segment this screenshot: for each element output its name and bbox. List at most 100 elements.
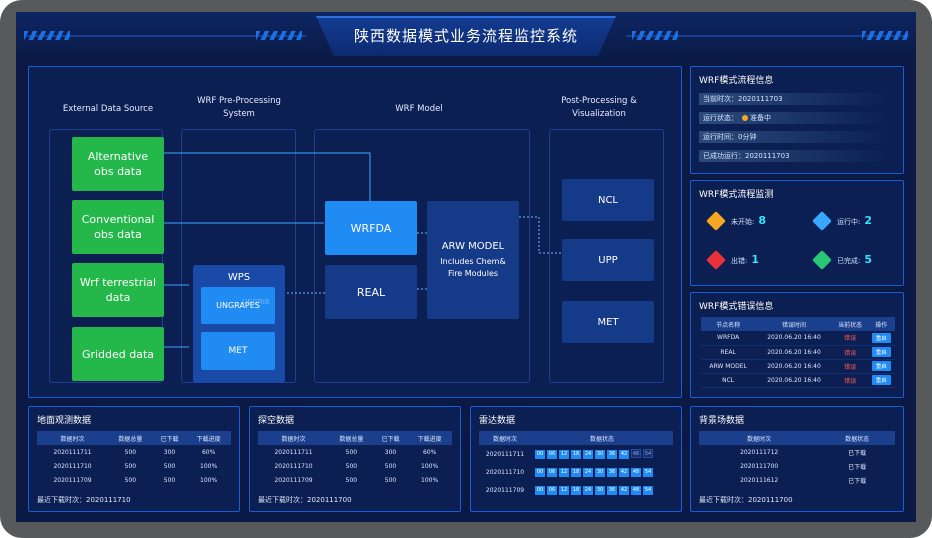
monitor-error: 出错:1: [731, 253, 759, 266]
restart-button[interactable]: 重启: [871, 347, 891, 357]
error-cube-icon: [706, 250, 726, 270]
error-action-cell: 重启: [867, 331, 895, 346]
sounding-header: 下载进度: [407, 431, 452, 445]
source-wrf-terrestrial[interactable]: Wrf terrestrial data: [72, 263, 164, 317]
cell: 500: [124, 476, 137, 484]
arw-model-node[interactable]: ARW MODEL Includes Chem& Fire Modules: [427, 201, 519, 319]
background-header: 数据时次: [699, 431, 820, 445]
cell: 500: [163, 462, 176, 470]
error-action-cell: 重启: [867, 345, 895, 360]
status-dot-icon: [742, 115, 748, 121]
wps-met-node[interactable]: MET: [201, 332, 275, 370]
radar-hour-cell: 48: [631, 485, 641, 495]
radar-title: 雷达数据: [479, 416, 516, 426]
ground-header: 下载进度: [186, 431, 231, 445]
not-started-cube-icon: [706, 211, 726, 231]
cell: 300: [384, 448, 397, 456]
cell: 2020111700: [740, 462, 779, 470]
info-current-label: 当前时次：: [703, 95, 738, 103]
radar-hour-cell: 42: [619, 450, 629, 459]
info-title: WRF模式流程信息: [699, 76, 774, 86]
radar-hour-cell: 24: [583, 485, 593, 495]
info-current-value: 2020111703: [738, 95, 783, 103]
radar-header: 数据时次: [479, 431, 531, 445]
arw-subtitle: Includes Chem& Fire Modules: [440, 256, 506, 278]
source-label: Conventional obs data: [81, 213, 155, 241]
ground-header: 数据总量: [108, 431, 153, 445]
wrf-model-column: [314, 129, 530, 383]
page-title: 陕西数据模式业务流程监控系统: [353, 27, 578, 45]
cell: 60%: [422, 448, 437, 456]
background-header: 数据状态: [819, 431, 895, 445]
ground-footer: 最近下载时次：2020111710: [37, 496, 131, 504]
cell: 500: [345, 462, 358, 470]
cell: 2020111710: [53, 462, 92, 470]
ground-header: 已下载: [152, 431, 187, 445]
cell: 100%: [421, 462, 439, 470]
running-cube-icon: [812, 211, 832, 231]
restart-button[interactable]: 重启: [871, 375, 891, 385]
info-runtime-value: 0分钟: [738, 133, 757, 141]
radar-time: 2020111710: [485, 468, 525, 476]
info-success-label: 已成功运行：: [703, 152, 745, 160]
wrfda-node[interactable]: WRFDA: [325, 201, 417, 255]
cell: 2020111709: [53, 476, 92, 484]
ungrib-overlay-text: UNGRIB: [242, 298, 270, 306]
restart-button[interactable]: 重启: [871, 332, 891, 343]
post-met-node[interactable]: MET: [562, 301, 654, 343]
monitor-running: 运行中:2: [837, 214, 872, 227]
restart-button[interactable]: 重启: [871, 361, 891, 371]
cell: 500: [124, 448, 137, 456]
stripe-decoration: [24, 31, 70, 40]
sounding-footer: 最近下载时次：2020111700: [258, 496, 352, 504]
col-title-wrf-pre: WRF Pre-Processing System: [197, 96, 281, 119]
wps-ungrib-node[interactable]: UNGRAPES UNGRIB: [201, 287, 275, 324]
error-time: 2020.06.20 16:40: [755, 345, 833, 360]
cell: 2020111711: [274, 448, 313, 456]
error-node: ARW MODEL: [701, 359, 756, 374]
post-upp-node[interactable]: UPP: [562, 239, 654, 281]
source-label: Gridded data: [81, 347, 155, 361]
col-title-wrf-model: WRF Model: [395, 104, 443, 114]
monitor-title: WRF模式流程监测: [699, 190, 774, 200]
error-state: 错误: [832, 331, 868, 346]
source-gridded-data[interactable]: Gridded data: [72, 327, 164, 381]
radar-hour-cell: 54: [643, 485, 653, 495]
cell: 2020111612: [740, 476, 779, 484]
error-state: 错误: [832, 359, 868, 374]
radar-hour-cell: 30: [595, 467, 605, 477]
post-ncl-node[interactable]: NCL: [562, 179, 654, 221]
radar-hour-cell: 06: [547, 450, 557, 459]
source-conventional-obs[interactable]: Conventional obs data: [72, 200, 164, 254]
radar-hour-cell: 54: [643, 467, 653, 477]
sounding-title: 探空数据: [258, 416, 295, 426]
title-line-left: [26, 35, 306, 37]
radar-hour-cell: 36: [607, 467, 617, 477]
real-node[interactable]: REAL: [325, 265, 417, 319]
source-label: Alternative obs data: [87, 150, 149, 178]
ungrib-text: UNGRAPES: [216, 301, 260, 310]
stripe-decoration: [862, 31, 908, 40]
info-panel: WRF模式流程信息 当前时次：2020111703 运行状态：准备中 运行时间：…: [690, 66, 904, 174]
title-plate: [316, 16, 616, 56]
monitor-label: 未开始:: [731, 218, 755, 226]
stripe-decoration: [256, 31, 302, 40]
wps-ungrib-label: UNGRAPES UNGRIB: [216, 298, 270, 310]
source-alternative-obs[interactable]: Alternative obs data: [72, 137, 164, 191]
sounding-header: 已下载: [373, 431, 408, 445]
error-header-node: 节点名称: [701, 317, 756, 331]
cell: 60%: [201, 448, 216, 456]
